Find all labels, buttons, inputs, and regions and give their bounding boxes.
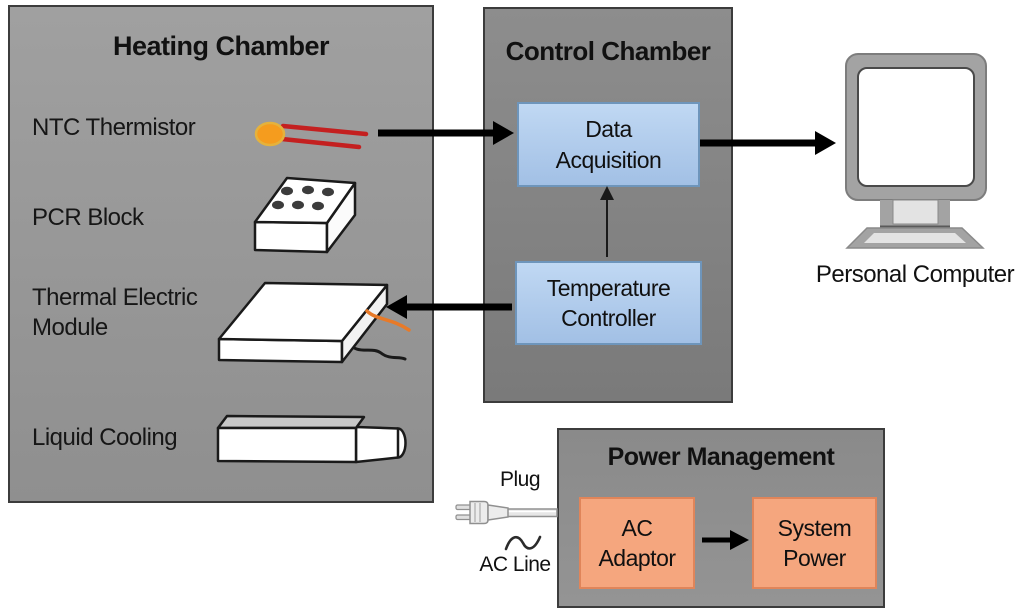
system-power-box: System Power: [752, 497, 877, 589]
pcr-block-label: PCR Block: [32, 204, 144, 231]
pcr-block-icon: [253, 176, 357, 254]
thermistor-icon: [254, 121, 369, 150]
power-management-panel: Power Management AC Adaptor System Power: [557, 428, 885, 608]
power-management-title: Power Management: [607, 443, 835, 471]
personal-computer-label: Personal Computer: [815, 261, 1015, 288]
control-chamber-title: Control Chamber: [505, 36, 711, 66]
monitor-icon: [845, 53, 987, 249]
temperature-controller-box: Temperature Controller: [515, 261, 702, 345]
liquid-cooling-label: Liquid Cooling: [32, 424, 178, 451]
control-chamber-panel: Control Chamber Data Acquisition Tempera…: [483, 7, 733, 403]
ac-line-label: AC Line: [479, 553, 551, 576]
plug-label: Plug: [499, 468, 541, 491]
ac-line-wave-icon: [504, 535, 542, 551]
ntc-thermistor-label: NTC Thermistor: [32, 114, 196, 141]
heating-chamber-title: Heating Chamber: [112, 31, 330, 61]
thermal-electric-module-icon: [217, 281, 411, 364]
thermal-electric-module-label: Thermal Electric Module: [32, 284, 198, 341]
liquid-cooling-icon: [216, 414, 407, 464]
ac-adaptor-box: AC Adaptor: [579, 497, 695, 589]
heating-chamber-panel: Heating Chamber NTC Thermistor PCR Block…: [8, 5, 434, 503]
plug-icon: [455, 500, 558, 525]
data-acquisition-box: Data Acquisition: [517, 102, 700, 187]
